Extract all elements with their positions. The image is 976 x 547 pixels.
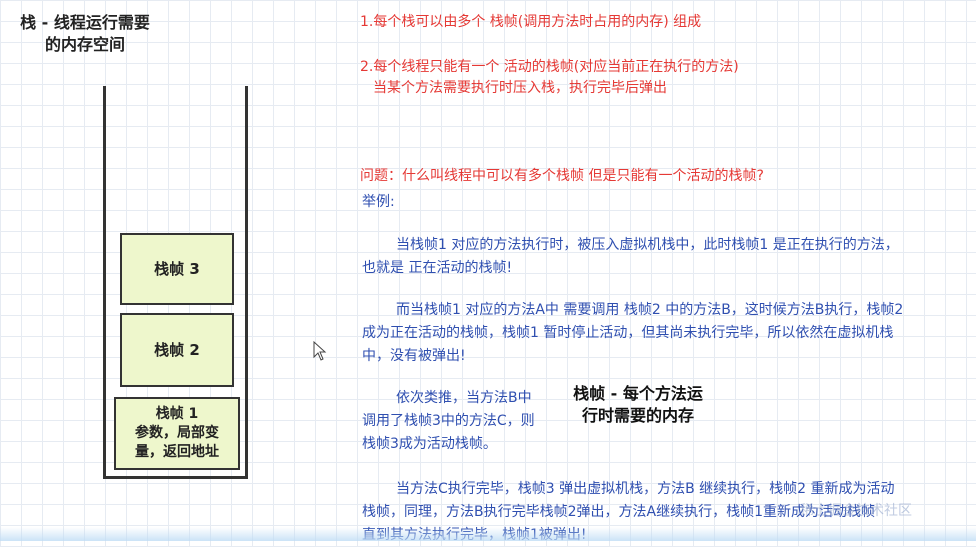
stack-frame-1: 栈帧 1 参数，局部变 量，返回地址 bbox=[114, 397, 240, 470]
paragraph-3-line3: 栈帧3成为活动栈帧。 bbox=[362, 436, 497, 452]
watermark: 稀土掘金技术社区 bbox=[800, 503, 912, 519]
stack-title-line2: 的内存空间 bbox=[44, 35, 125, 54]
mouse-cursor-icon bbox=[313, 341, 327, 361]
question-text: 问题：什么叫线程中可以有多个栈帧 但是只能有一个活动的栈帧? bbox=[360, 168, 764, 184]
paragraph-2: 而当栈帧1 对应的方法A中 需要调用 栈帧2 中的方法B，这时候方法B执行，栈帧… bbox=[362, 299, 974, 368]
note-point1: 1.每个栈可以由多个 栈帧(调用方法时占用的内存) 组成 bbox=[360, 14, 702, 30]
stack-frame-3-label: 栈帧 3 bbox=[154, 260, 200, 278]
stack-frame-definition-line1: 栈帧 - 每个方法运 bbox=[573, 384, 703, 403]
stack-frame-1-desc-line2: 量，返回地址 bbox=[135, 444, 219, 460]
paragraph-3-line2: 调用了栈帧3中的方法C，则 bbox=[362, 413, 535, 429]
bottom-decoration bbox=[0, 527, 976, 541]
stack-container bbox=[103, 86, 248, 479]
paragraph-4-line2: 栈帧，同理，方法B执行完毕栈帧2弹出，方法A继续执行，栈帧1重新成为活动栈帧 bbox=[362, 504, 875, 520]
stack-title-line1: 栈 - 线程运行需要 bbox=[20, 13, 150, 32]
paragraph-1-line1: 当栈帧1 对应的方法执行时，被压入虚拟机栈中，此时栈帧1 是正在执行的方法， bbox=[396, 237, 899, 253]
stack-frame-definition: 栈帧 - 每个方法运 行时需要的内存 bbox=[553, 383, 723, 427]
note-point2-line1: 2.每个线程只能有一个 活动的栈帧(对应当前正在执行的方法) bbox=[360, 59, 739, 75]
paragraph-3: 依次类推，当方法B中 调用了栈帧3中的方法C，则 栈帧3成为活动栈帧。 bbox=[362, 387, 582, 456]
stack-frame-definition-line2: 行时需要的内存 bbox=[581, 406, 694, 425]
stack-frame-3: 栈帧 3 bbox=[120, 233, 234, 305]
stack-frame-2-label: 栈帧 2 bbox=[154, 341, 200, 359]
note-point2-line2: 当某个方法需要执行时压入栈，执行完毕后弹出 bbox=[373, 80, 667, 96]
stack-title: 栈 - 线程运行需要 的内存空间 bbox=[10, 12, 160, 56]
paragraph-1-line2: 也就是 正在活动的栈帧! bbox=[362, 260, 513, 276]
example-label: 举例: bbox=[362, 194, 395, 210]
paragraph-3-line1: 依次类推，当方法B中 bbox=[396, 390, 532, 406]
stack-frame-1-label: 栈帧 1 bbox=[155, 406, 199, 422]
paragraph-2-line3: 中，没有被弹出! bbox=[362, 348, 466, 364]
paragraph-4-line1: 当方法C执行完毕，栈帧3 弹出虚拟机栈，方法B 继续执行，栈帧2 重新成为活动 bbox=[396, 481, 895, 497]
paragraph-2-line1: 而当栈帧1 对应的方法A中 需要调用 栈帧2 中的方法B，这时候方法B执行，栈帧… bbox=[396, 302, 904, 318]
stack-frame-1-desc-line1: 参数，局部变 bbox=[135, 425, 219, 441]
stack-frame-2: 栈帧 2 bbox=[120, 313, 234, 387]
paragraph-2-line2: 成为正在活动的栈帧，栈帧1 暂时停止活动，但其尚未执行完毕，所以依然在虚拟机栈 bbox=[362, 325, 894, 341]
paragraph-1: 当栈帧1 对应的方法执行时，被压入虚拟机栈中，此时栈帧1 是正在执行的方法， 也… bbox=[362, 234, 974, 280]
